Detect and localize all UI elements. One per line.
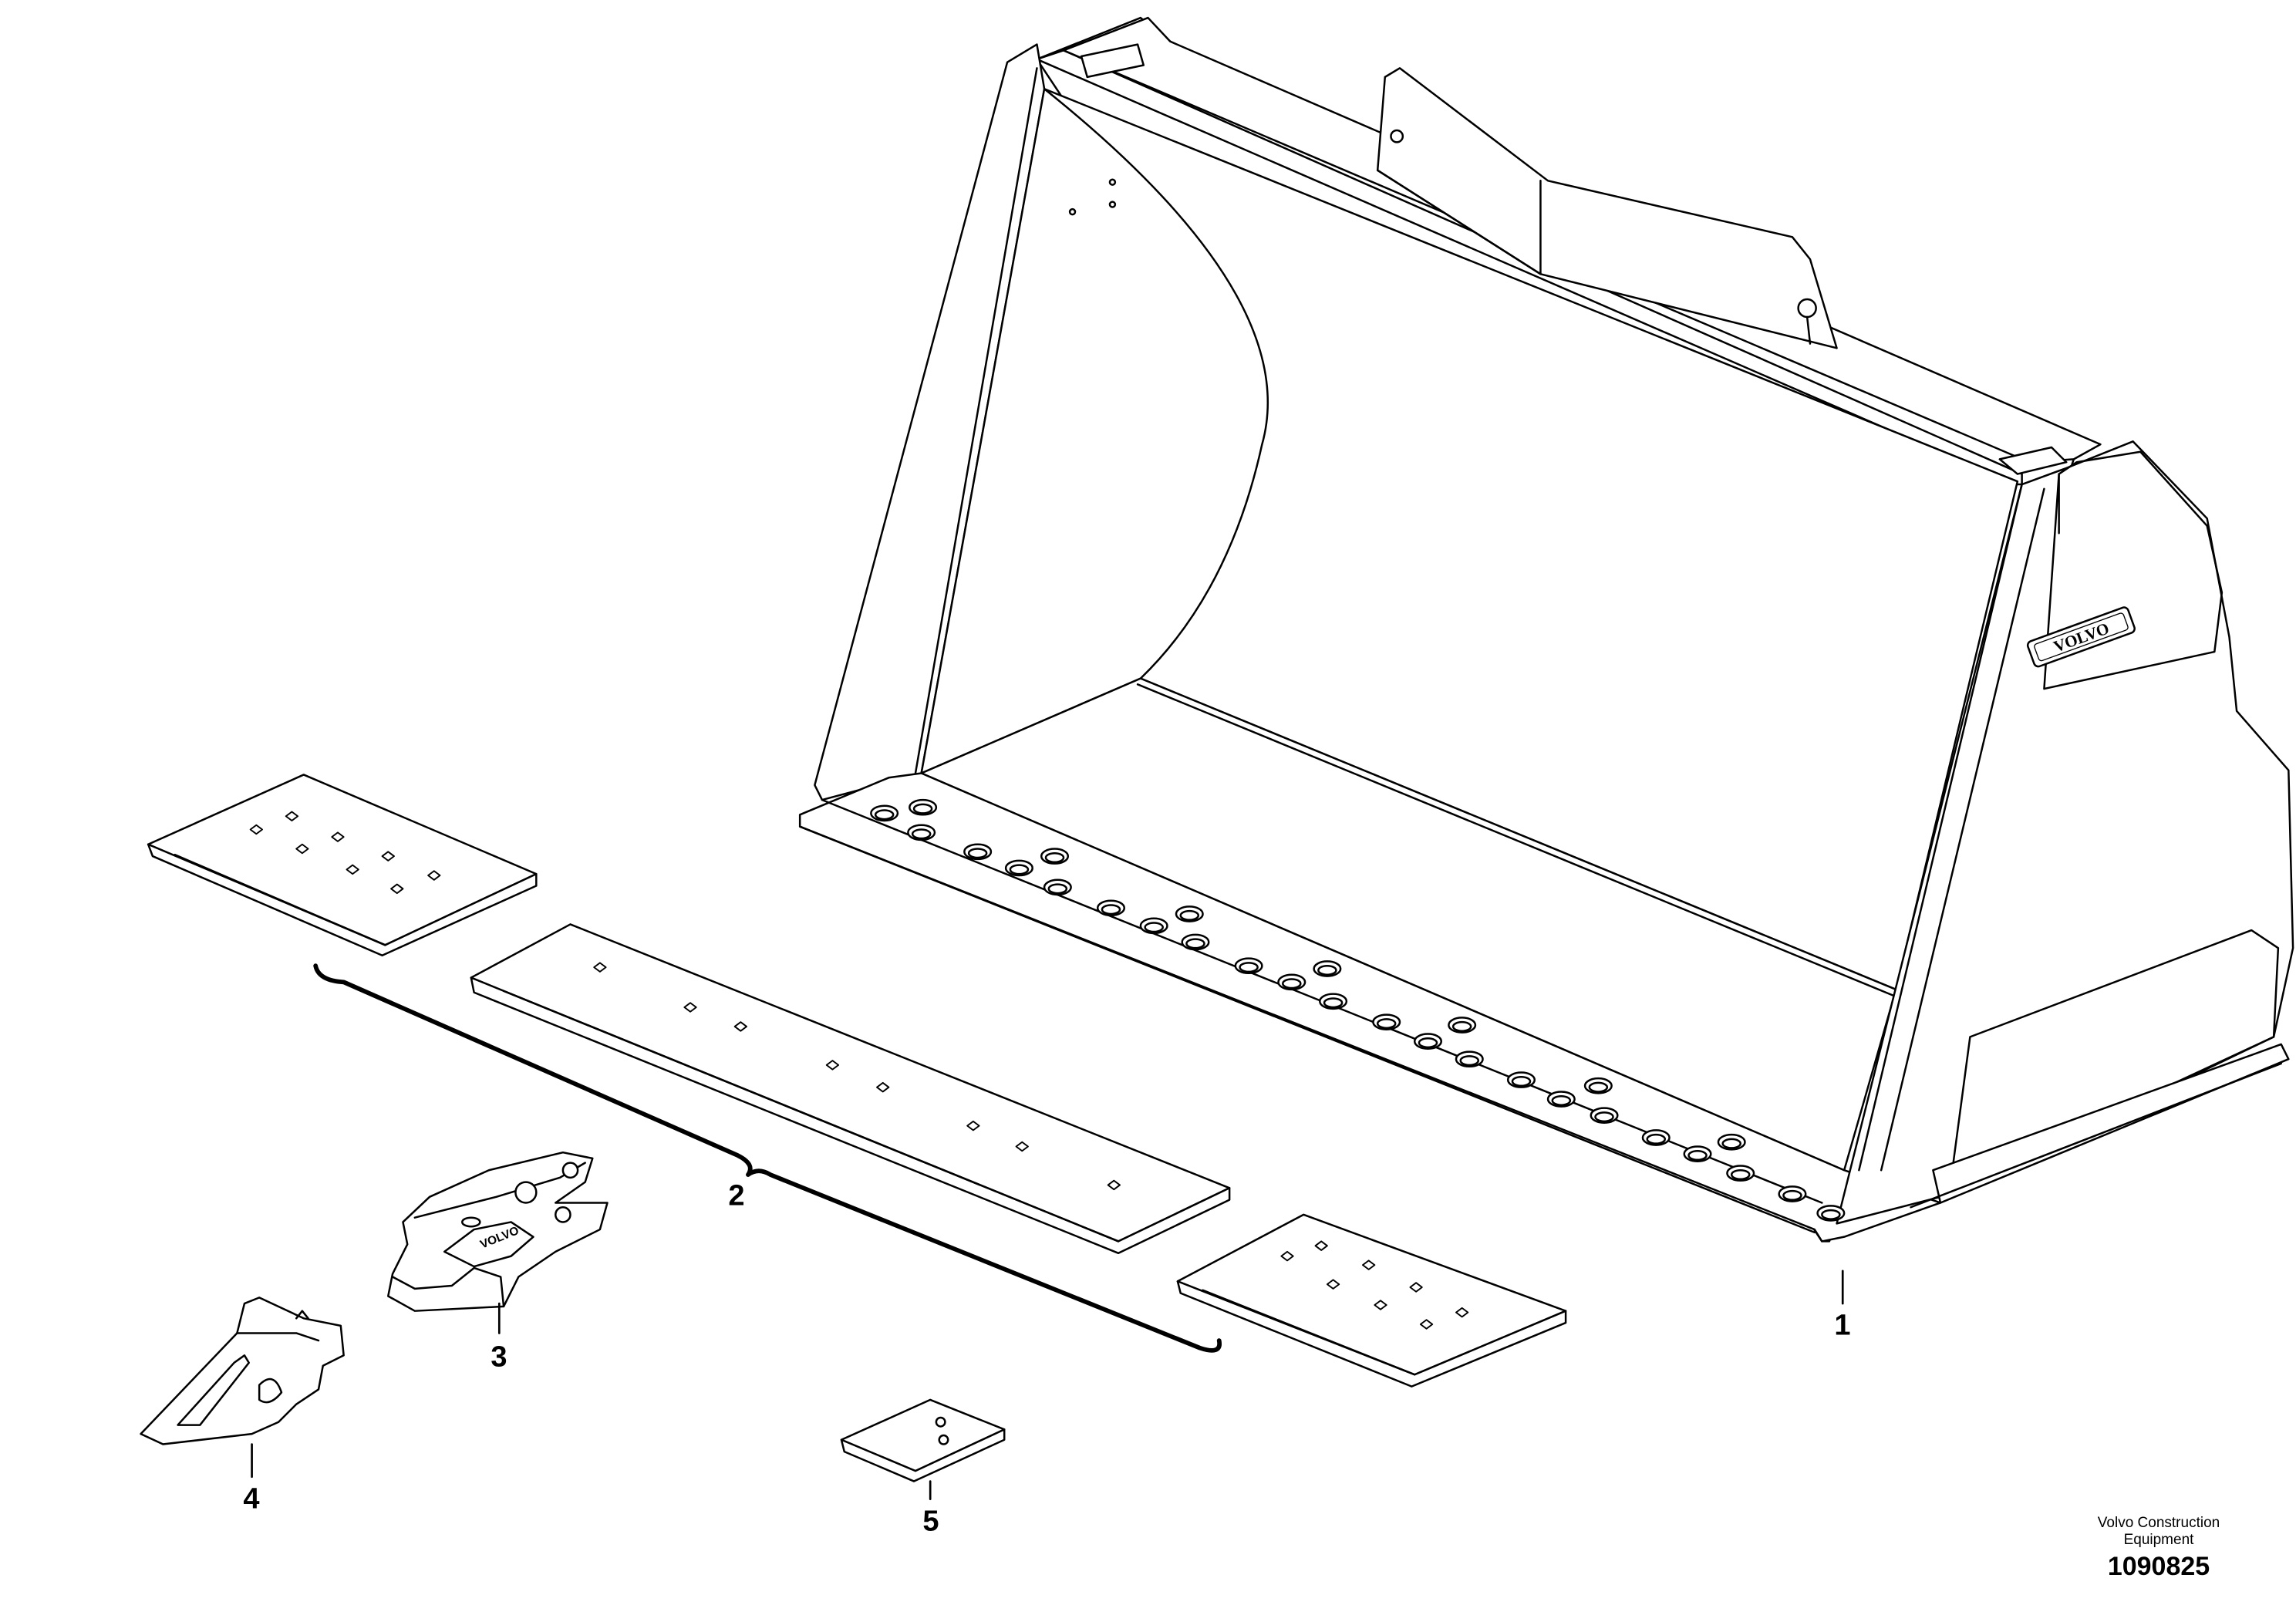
edge-set-bracket xyxy=(313,963,1222,1353)
lip-bolt-hole-inner xyxy=(911,828,932,840)
bucket-illustration: VOLVO xyxy=(798,16,2294,1243)
edge-bolt-hole xyxy=(390,883,404,895)
lip-bolt-hole-inner xyxy=(1323,997,1344,1009)
edge-bolt-hole xyxy=(1409,1282,1423,1293)
lip-bolt-hole-inner xyxy=(1588,1081,1609,1093)
lip-bolt-hole-inner xyxy=(1551,1094,1572,1106)
company-name: Volvo Construction Equipment xyxy=(2097,1515,2220,1548)
lip-bolt-hole-inner xyxy=(1594,1111,1614,1123)
part-label-4: 4 xyxy=(243,1482,260,1516)
edge-segment-right xyxy=(1176,1213,1567,1388)
lip-bolt-hole-inner xyxy=(1179,909,1200,921)
lip-bolt-hole-inner xyxy=(1185,938,1205,949)
edge-bolt-hole xyxy=(1107,1179,1121,1191)
lip-bolt-hole-inner xyxy=(1782,1189,1802,1201)
lip-bolt-hole-inner xyxy=(1511,1075,1532,1088)
leader-lines xyxy=(251,1270,1844,1500)
edge-bolt-hole xyxy=(249,824,263,835)
edge-bolt-hole xyxy=(295,843,309,855)
edge-bolt-hole xyxy=(1419,1319,1434,1330)
part-label-3: 3 xyxy=(491,1340,507,1374)
part-label-5: 5 xyxy=(922,1505,939,1538)
lip-bolt-hole-inner xyxy=(1047,883,1068,895)
part-label-2: 2 xyxy=(728,1179,745,1212)
edge-bolt-hole xyxy=(876,1081,890,1093)
edge-bolt-hole xyxy=(331,831,345,842)
lip-bolt-hole-inner xyxy=(1418,1037,1438,1049)
lip-bolt-hole-inner xyxy=(1646,1133,1667,1145)
lip-bolt-hole-inner xyxy=(1730,1168,1751,1181)
tooth-adapter-illustration: VOLVO xyxy=(387,1151,609,1312)
edge-bolt-hole xyxy=(1374,1300,1387,1310)
edge-bolt-hole xyxy=(427,870,441,881)
edge-bolt-holes xyxy=(249,811,1469,1330)
edge-bolt-hole xyxy=(966,1120,980,1131)
lip-bolt-hole-inner xyxy=(1144,922,1164,933)
lip-bolt-hole-inner xyxy=(1451,1020,1472,1032)
lip-bolt-hole-inner xyxy=(1721,1138,1741,1149)
lip-bolt-hole-inner xyxy=(1821,1209,1841,1220)
lip-bolt-hole-inner xyxy=(1101,904,1121,916)
lip-bolt-hole-inner xyxy=(1044,851,1065,864)
cutting-lip-holes xyxy=(870,798,1846,1222)
lip-bolt-hole-inner xyxy=(912,803,933,814)
lip-bolt-hole-inner xyxy=(1239,962,1259,973)
drawing-footer: Volvo Construction Equipment 1090825 xyxy=(2082,1515,2236,1582)
edge-bolt-hole xyxy=(1326,1279,1340,1290)
lip-bolt-hole-inner xyxy=(1376,1018,1397,1030)
edge-segment-center xyxy=(470,923,1231,1255)
lip-bolt-hole-inner xyxy=(967,848,988,859)
lip-bolt-hole-inner xyxy=(1459,1055,1480,1067)
edge-bolt-hole xyxy=(1314,1240,1328,1251)
lip-bolt-hole-inner xyxy=(1282,978,1302,990)
tooth-tip-illustration xyxy=(140,1297,345,1445)
wear-plate-illustration xyxy=(840,1398,1006,1482)
edge-bolt-hole xyxy=(683,1002,697,1013)
edge-bolt-hole xyxy=(1362,1259,1376,1270)
edge-bolt-hole xyxy=(733,1021,747,1032)
edge-bolt-hole xyxy=(1455,1307,1469,1318)
edge-bolt-hole xyxy=(593,962,607,973)
edge-segment-left xyxy=(147,774,538,957)
edge-bolt-hole xyxy=(825,1060,840,1071)
lip-bolt-hole-inner xyxy=(874,809,895,821)
edge-bolt-hole xyxy=(346,864,359,875)
lip-bolt-hole-inner xyxy=(1009,864,1030,875)
edge-bolt-hole xyxy=(381,851,395,862)
document-number: 1090825 xyxy=(2107,1552,2210,1581)
edge-bolt-hole xyxy=(1015,1141,1029,1152)
edge-bolt-hole xyxy=(285,811,299,821)
part-label-1: 1 xyxy=(1834,1309,1851,1342)
lip-bolt-hole-inner xyxy=(1317,964,1337,976)
lip-bolt-hole-inner xyxy=(1687,1150,1708,1162)
edge-bolt-hole xyxy=(1280,1250,1294,1262)
